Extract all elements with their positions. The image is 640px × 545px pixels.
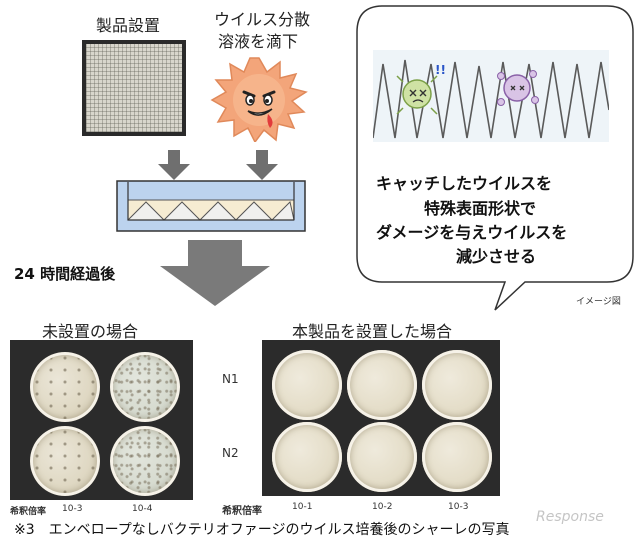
right-plates-photo: [262, 340, 500, 496]
plate-n1-1: [272, 350, 342, 420]
right-dilution-3: 10-3: [448, 502, 469, 512]
plate-n2-3: [422, 422, 492, 492]
svg-text:!!: !!: [435, 63, 446, 77]
left-plates-photo: [10, 340, 193, 500]
bubble-text-line2: 特殊表面形状で: [424, 199, 537, 218]
virus-label-line2: 溶液を滴下: [218, 32, 299, 51]
right-dilution-2: 10-2: [372, 502, 393, 512]
left-dilution-label: 希釈倍率: [10, 507, 47, 517]
virus-label-line1: ウイルス分散: [214, 10, 311, 29]
row-label-n2: N2: [222, 446, 239, 460]
watermark: Response: [536, 509, 604, 525]
left-dilution-2: 10-4: [132, 504, 153, 514]
virus-capture-illustration: !!: [373, 50, 609, 142]
bubble-text-line4: 減少させる: [456, 247, 537, 266]
product-label: 製品設置: [96, 16, 161, 35]
plate-n2-1: [272, 422, 342, 492]
big-down-arrow-icon: [160, 240, 270, 306]
plate-n1-2: [347, 350, 417, 420]
bubble-text-line1: キャッチしたウイルスを: [376, 174, 553, 193]
figure-caption: ※3 エンベロープなしバクテリオファージのウイルス培養後のシャーレの写真: [14, 522, 510, 538]
image-note: イメージ図: [576, 297, 621, 307]
plate-unset-1: [30, 352, 100, 422]
plate-n2-2: [347, 422, 417, 492]
down-arrow-left-icon: [158, 150, 190, 180]
plate-unset-2: [110, 352, 180, 422]
plate-unset-4: [110, 426, 180, 496]
left-dilution-1: 10-3: [62, 504, 83, 514]
right-dilution-1: 10-1: [292, 502, 313, 512]
tray-diagram: [116, 180, 306, 232]
product-mesh-photo: [82, 40, 186, 136]
left-photo-title: 未設置の場合: [42, 322, 139, 341]
right-dilution-label: 希釈倍率: [222, 506, 262, 517]
elapsed-time-label: 24 時間経過後: [14, 265, 116, 283]
plate-unset-3: [30, 426, 100, 496]
row-label-n1: N1: [222, 372, 239, 386]
virus-character-icon: [210, 57, 308, 142]
right-photo-title: 本製品を設置した場合: [292, 322, 453, 341]
plate-n1-3: [422, 350, 492, 420]
bubble-text-line3: ダメージを与えウイルスを: [376, 223, 568, 242]
down-arrow-right-icon: [246, 150, 278, 180]
